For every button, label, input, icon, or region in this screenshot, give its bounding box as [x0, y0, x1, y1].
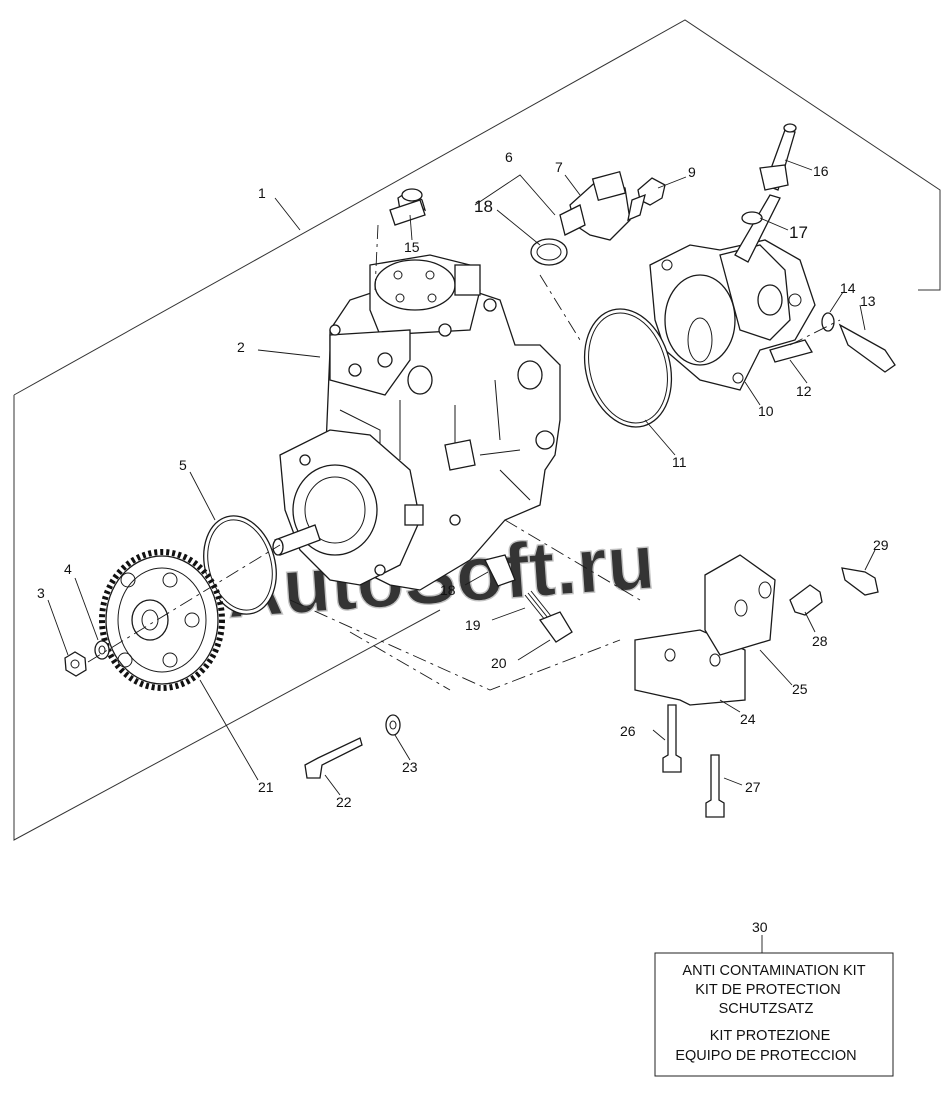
callout-24: 24	[740, 711, 756, 727]
callout-20: 20	[491, 655, 507, 671]
bolt-28	[789, 584, 823, 616]
nut	[64, 651, 87, 677]
kit-line-5: EQUIPO DE PROTECCION	[675, 1048, 856, 1064]
kit-line-1: ANTI CONTAMINATION KIT	[682, 963, 865, 979]
callout-12: 12	[796, 383, 812, 399]
bolt-22	[304, 737, 363, 779]
kit-box-frame	[654, 952, 894, 1077]
washer-23	[385, 714, 401, 736]
relief-valve	[484, 554, 573, 643]
callout-8: 18	[474, 197, 493, 216]
callout-9: 9	[688, 164, 696, 180]
callout-15: 15	[404, 239, 420, 255]
callout-30: 30	[752, 919, 768, 935]
callout-19: 19	[465, 617, 481, 633]
callout-27: 27	[745, 779, 761, 795]
callout-25: 25	[792, 681, 808, 697]
callouts: 1 2 3 4 5 6 7 18 9 10 11 12 13 14 15 16 …	[37, 149, 889, 935]
drive-gear	[99, 549, 225, 691]
assembly-frame-left	[13, 395, 441, 841]
callout-28: 28	[812, 633, 828, 649]
kit-line-4: KIT PROTEZIONE	[710, 1028, 831, 1044]
kit-box: ANTI CONTAMINATION KIT KIT DE PROTECTION…	[654, 952, 894, 1077]
kit-line-3: SCHUTZSATZ	[719, 1001, 814, 1017]
callout-17: 17	[789, 223, 808, 242]
pump-body	[272, 254, 561, 591]
callout-22: 22	[336, 794, 352, 810]
callout-26: 26	[620, 723, 636, 739]
callout-14: 14	[840, 280, 856, 296]
callout-4: 4	[64, 561, 72, 577]
assembly-frame-sub	[349, 631, 451, 691]
callout-7: 7	[555, 159, 563, 175]
pressure-sensor	[530, 170, 666, 341]
bracket	[634, 554, 776, 706]
callout-10: 10	[758, 403, 774, 419]
bolt-29	[841, 567, 879, 596]
callout-29: 29	[873, 537, 889, 553]
bolt-26	[662, 704, 682, 773]
callout-16: 16	[813, 163, 829, 179]
leader-lines	[47, 159, 876, 953]
assembly-frame	[13, 19, 941, 396]
callout-23: 23	[402, 759, 418, 775]
top-fitting	[374, 188, 427, 291]
callout-1: 1	[258, 185, 266, 201]
kit-line-2: KIT DE PROTECTION	[695, 982, 841, 998]
bolt-27	[705, 754, 725, 818]
large-o-ring	[583, 308, 673, 428]
callout-5: 5	[179, 457, 187, 473]
callout-6: 6	[505, 149, 513, 165]
callout-13: 13	[860, 293, 876, 309]
callout-3: 3	[37, 585, 45, 601]
washer	[94, 640, 110, 660]
callout-2: 2	[237, 339, 245, 355]
cover-plate	[649, 123, 896, 391]
callout-21: 21	[258, 779, 274, 795]
callout-11: 11	[672, 454, 687, 470]
callout-18: 18	[440, 582, 456, 598]
